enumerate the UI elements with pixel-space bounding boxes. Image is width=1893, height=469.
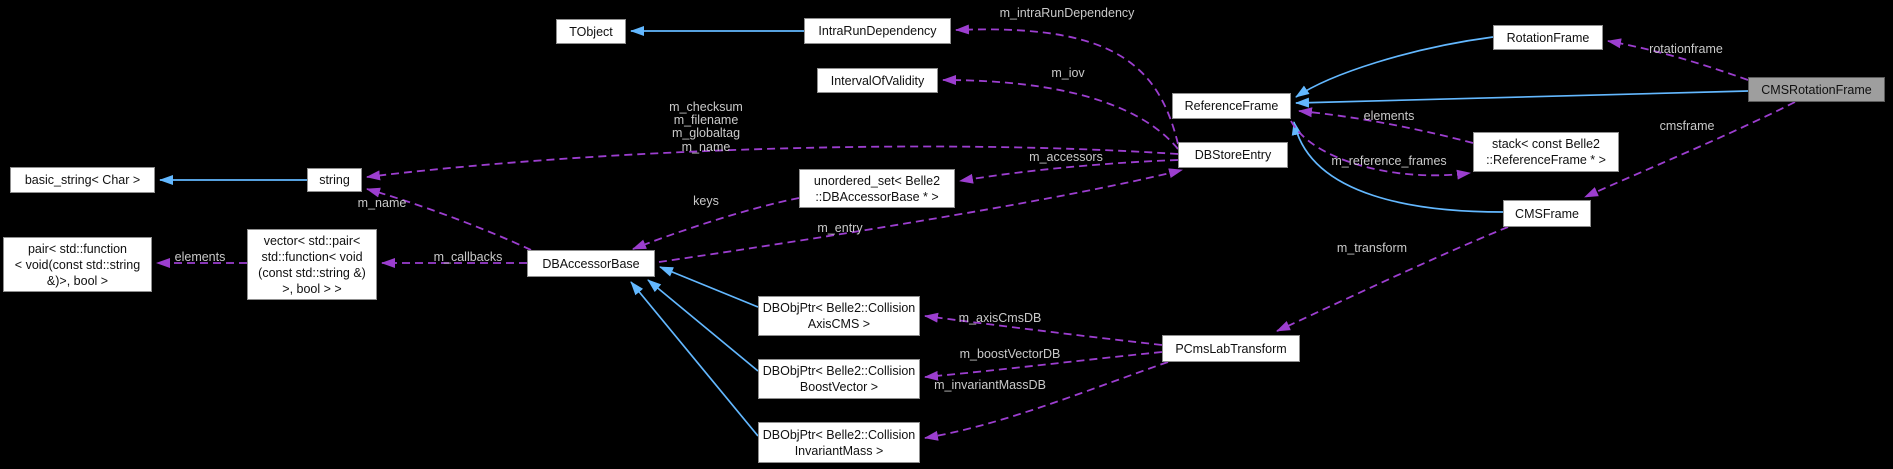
edge-invariantmass-to-dbaccessorbase [630,281,759,437]
node-interval-of-validity-label: IntervalOfValidity [830,73,925,88]
edge-m-axiscmsdb [924,312,1163,346]
edge-m-entry [658,168,1183,263]
edge-m-reference-frames [1290,120,1471,180]
node-unordered-set[interactable]: unordered_set< Belle2 ::DBAccessorBase *… [799,169,955,208]
edge-elements-stack [1298,107,1474,144]
node-pair-function-bool[interactable]: pair< std::function < void(const std::st… [3,237,152,292]
node-vector-pair-line3: (const std::string &) [258,265,366,280]
node-unordered-set-line1: unordered_set< Belle2 [813,173,941,188]
node-tobject[interactable]: TObject [556,19,626,44]
node-reference-frame[interactable]: ReferenceFrame [1172,93,1291,119]
edge-m-transform [1276,226,1509,332]
edge-m-invariantmassdb [924,361,1169,441]
edge-m-iov [942,75,1179,150]
node-dbobjptr-boost-vector[interactable]: DBObjPtr< Belle2::Collision BoostVector … [758,359,920,399]
node-reference-frame-label: ReferenceFrame [1184,99,1279,113]
node-rotation-frame-label: RotationFrame [1506,30,1590,45]
node-string-label: string [319,173,350,187]
edge-axiscms-to-dbaccessorbase [659,266,759,308]
edge-m-boostvectordb [924,351,1163,381]
edge-cmsrotationframe-to-referenceframe [1295,90,1749,108]
node-cms-frame-label: CMSFrame [1515,206,1579,221]
edge-label-m-entry: m_entry [817,221,863,235]
edge-label-m-checksum: m_checksum [669,100,743,114]
edge-label-cmsframe: cmsframe [1659,119,1715,133]
edge-boostvector-to-dbaccessorbase [647,279,759,372]
node-basic-string[interactable]: basic_string< Char > [10,167,155,193]
node-vector-pair-line1: vector< std::pair< [263,233,361,248]
edge-label-m-iov: m_iov [1051,66,1085,80]
edge-label-m-invariantmassdb: m_invariantMassDB [934,378,1046,392]
node-cms-frame[interactable]: CMSFrame [1503,200,1591,227]
edge-m-name-accessor [366,187,532,251]
node-cms-rotation-frame-label: CMSRotationFrame [1761,82,1872,97]
node-pcms-lab-transform-label: PCmsLabTransform [1175,341,1287,356]
edge-label-m-boostvectordb: m_boostVectorDB [959,347,1061,361]
node-rotation-frame[interactable]: RotationFrame [1493,25,1603,50]
node-intra-run-dependency-label: IntraRunDependency [818,24,937,38]
node-stack-reference-frame-line2: ::ReferenceFrame * > [1486,153,1606,167]
node-vector-pair-line4: >, bool > > [282,281,342,296]
node-dbobjptr-invariant-mass-line2: InvariantMass > [794,443,884,458]
edge-label-m-intrarundependency: m_intraRunDependency [999,6,1135,20]
edge-cmsframe-to-referenceframe [1291,121,1504,213]
node-dbobjptr-axis-cms-line1: DBObjPtr< Belle2::Collision [762,301,916,315]
edge-label-m-reference-frames: m_reference_frames [1331,154,1447,168]
node-basic-string-label: basic_string< Char > [24,173,141,187]
edge-label-m-axiscmsdb: m_axisCmsDB [958,311,1042,325]
edge-label-m-callbacks: m_callbacks [433,250,503,264]
edge-label-m-accessors: m_accessors [1029,150,1103,164]
node-string[interactable]: string [307,168,362,192]
node-db-store-entry[interactable]: DBStoreEntry [1178,142,1288,168]
node-dbobjptr-boost-vector-line2: BoostVector > [799,380,879,394]
node-stack-reference-frame[interactable]: stack< const Belle2 ::ReferenceFrame * > [1473,132,1619,172]
node-pair-function-bool-line3: &)>, bool > [46,273,109,288]
node-interval-of-validity[interactable]: IntervalOfValidity [817,68,938,93]
node-tobject-label: TObject [569,24,613,39]
node-dbobjptr-axis-cms[interactable]: DBObjPtr< Belle2::Collision AxisCMS > [758,296,920,336]
edge-label-m-globaltag: m_globaltag [671,126,741,140]
node-dbobjptr-invariant-mass[interactable]: DBObjPtr< Belle2::Collision InvariantMas… [758,422,920,463]
node-dbobjptr-invariant-mass-line1: DBObjPtr< Belle2::Collision [762,427,916,442]
node-stack-reference-frame-line1: stack< const Belle2 [1491,137,1601,151]
node-pcms-lab-transform[interactable]: PCmsLabTransform [1162,335,1300,362]
edge-rotationframe-to-referenceframe [1295,36,1494,98]
edge-m-intrarundependency [955,24,1179,145]
edge-label-m-name-store: m_name [681,140,731,154]
node-vector-pair[interactable]: vector< std::pair< std::function< void (… [247,229,377,300]
node-db-store-entry-label: DBStoreEntry [1194,148,1272,162]
edge-cmsframe [1584,101,1796,198]
edge-label-m-name-accessor: m_name [357,196,407,210]
node-vector-pair-line2: std::function< void [261,249,363,264]
edge-dbstore-to-string [366,145,1179,181]
node-pair-function-bool-line2: < void(const std::string [14,257,141,272]
edge-label-elements-vector: elements [174,250,226,264]
edge-m-accessors [959,159,1179,184]
node-db-accessor-base[interactable]: DBAccessorBase [527,250,655,277]
edge-label-elements-stack: elements [1363,109,1415,123]
node-unordered-set-line2: ::DBAccessorBase * > [815,189,939,204]
edge-label-m-filename: m_filename [673,113,739,127]
node-dbobjptr-axis-cms-line2: AxisCMS > [807,317,871,331]
edge-label-m-transform: m_transform [1336,241,1408,255]
node-pair-function-bool-line1: pair< std::function [27,241,128,256]
edge-label-keys: keys [693,194,719,208]
edge-keys [632,197,800,250]
node-intra-run-dependency[interactable]: IntraRunDependency [804,18,951,44]
edge-rotationframe [1607,38,1749,81]
node-cms-rotation-frame: CMSRotationFrame [1748,77,1885,102]
node-db-accessor-base-label: DBAccessorBase [542,256,640,271]
node-dbobjptr-boost-vector-line1: DBObjPtr< Belle2::Collision [762,364,916,378]
edge-label-rotationframe: rotationframe [1649,42,1723,56]
